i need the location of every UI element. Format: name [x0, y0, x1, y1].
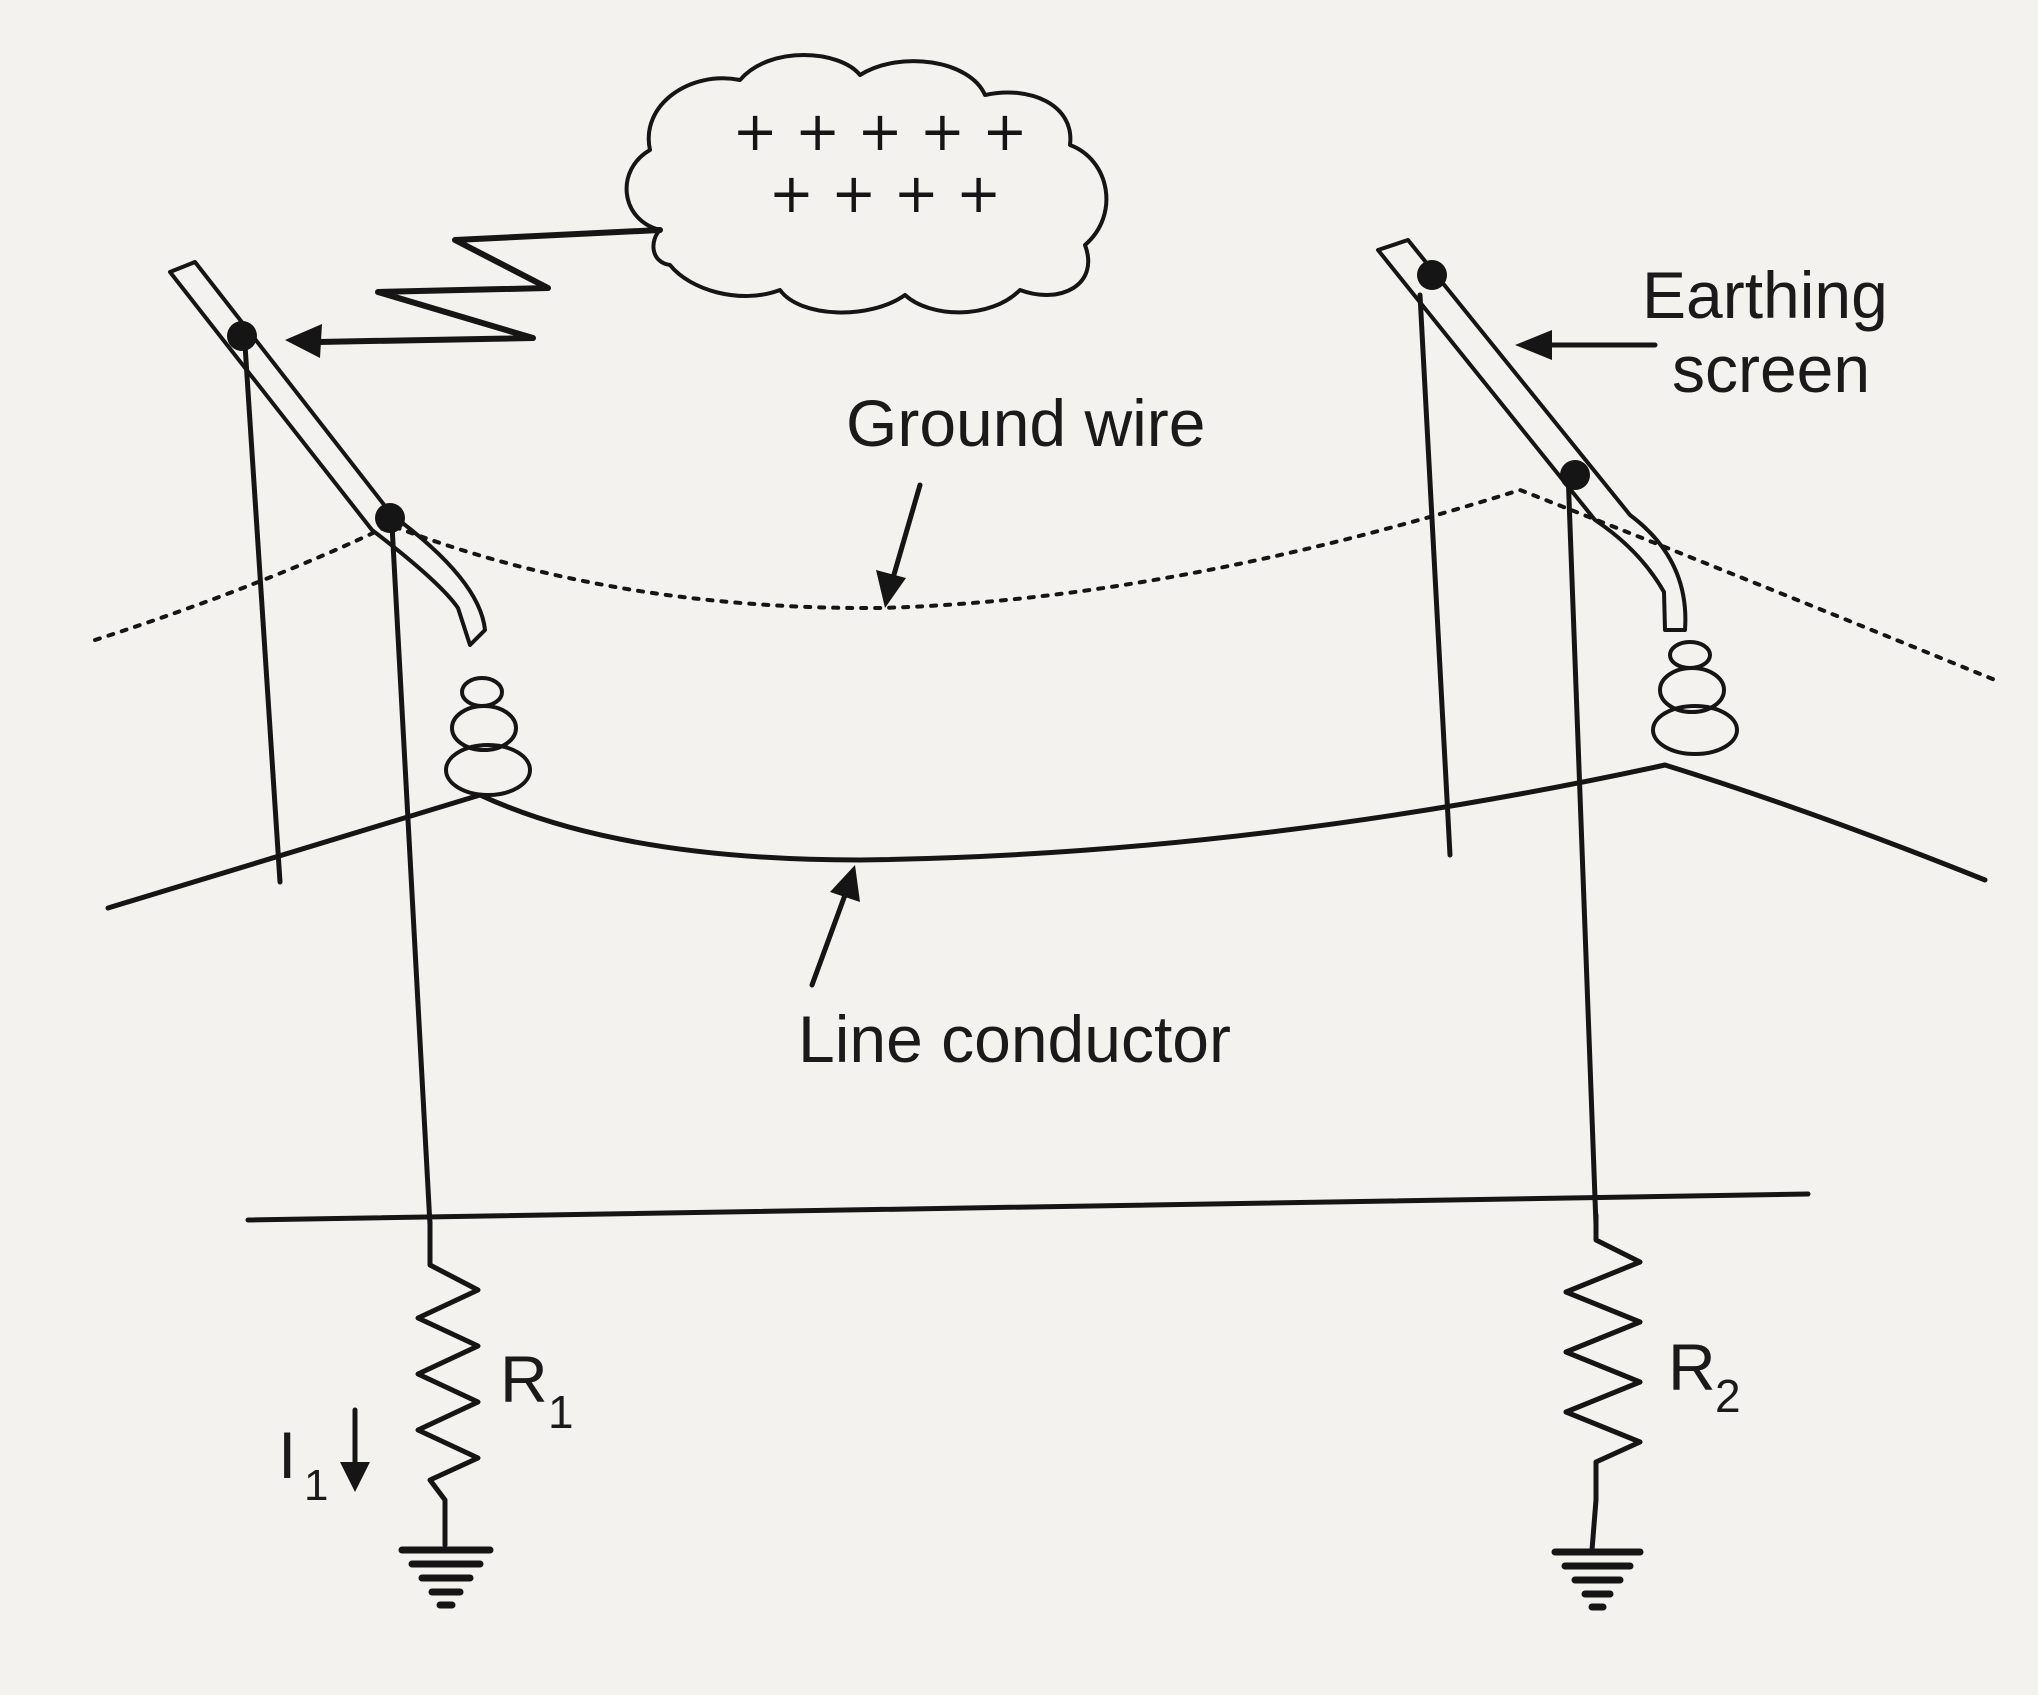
left-ground-wire-clamp-top	[227, 321, 257, 351]
i1-label: I 1	[278, 1418, 328, 1510]
lightning-arrowhead	[285, 324, 322, 358]
ground-wire-label: Ground wire	[846, 386, 1206, 460]
right-ground-wire-clamp-top	[1417, 260, 1447, 290]
ground-wire	[93, 487, 1997, 682]
resistor-r2-symbol	[1563, 1212, 1643, 1553]
r1-label: R 1	[500, 1342, 574, 1438]
earth-ground-symbol-right	[1551, 1548, 1644, 1611]
r2-subscript: 2	[1715, 1370, 1741, 1422]
right-insulator	[1651, 640, 1739, 756]
r1-symbol: R	[500, 1342, 548, 1416]
earth-ground-symbol-left	[398, 1546, 494, 1609]
resistor-r1-symbol	[415, 1219, 481, 1548]
line-conductor	[105, 762, 1988, 911]
right-earthing-screen-post	[1417, 292, 1453, 858]
left-earthing-screen-post	[242, 342, 283, 885]
left-ground-wire-clamp	[375, 503, 405, 533]
earth-surface-line	[245, 1191, 1811, 1223]
left-tower-earth-lead	[389, 522, 433, 1228]
line-conductor-label: Line conductor	[798, 1002, 1231, 1076]
left-crossarm	[168, 260, 487, 647]
earthing-screen-label-line2: screen	[1672, 332, 1870, 406]
cloud-charges-row-1: + + + + +	[733, 100, 1028, 163]
right-crossarm	[1376, 238, 1688, 632]
r2-label: R 2	[1668, 1330, 1741, 1422]
right-ground-wire-clamp	[1560, 460, 1590, 490]
i1-symbol: I	[278, 1418, 296, 1492]
thundercloud: + + + + + + + + +	[624, 53, 1109, 315]
right-tower-earth-lead	[1565, 469, 1599, 1228]
ground-wire-pointer	[876, 482, 923, 608]
line-conductor-pointer	[809, 865, 860, 988]
cloud-charges-row-2: + + + +	[769, 162, 1001, 225]
current-arrow-i1	[340, 1407, 370, 1492]
r1-subscript: 1	[548, 1386, 574, 1438]
left-footing-resistor	[398, 1219, 494, 1609]
r2-symbol: R	[1668, 1330, 1716, 1404]
i1-subscript: 1	[304, 1461, 328, 1510]
earthing-screen-pointer	[1515, 330, 1658, 360]
lightning-zigzag	[315, 227, 663, 345]
left-insulator	[444, 676, 532, 797]
cloud-outline	[624, 53, 1109, 315]
right-footing-resistor	[1551, 1212, 1644, 1611]
lightning-stroke	[285, 227, 663, 358]
earthing-screen-label-line1: Earthing	[1642, 258, 1888, 332]
right-tower	[1376, 238, 1739, 1228]
left-tower	[168, 260, 532, 1228]
